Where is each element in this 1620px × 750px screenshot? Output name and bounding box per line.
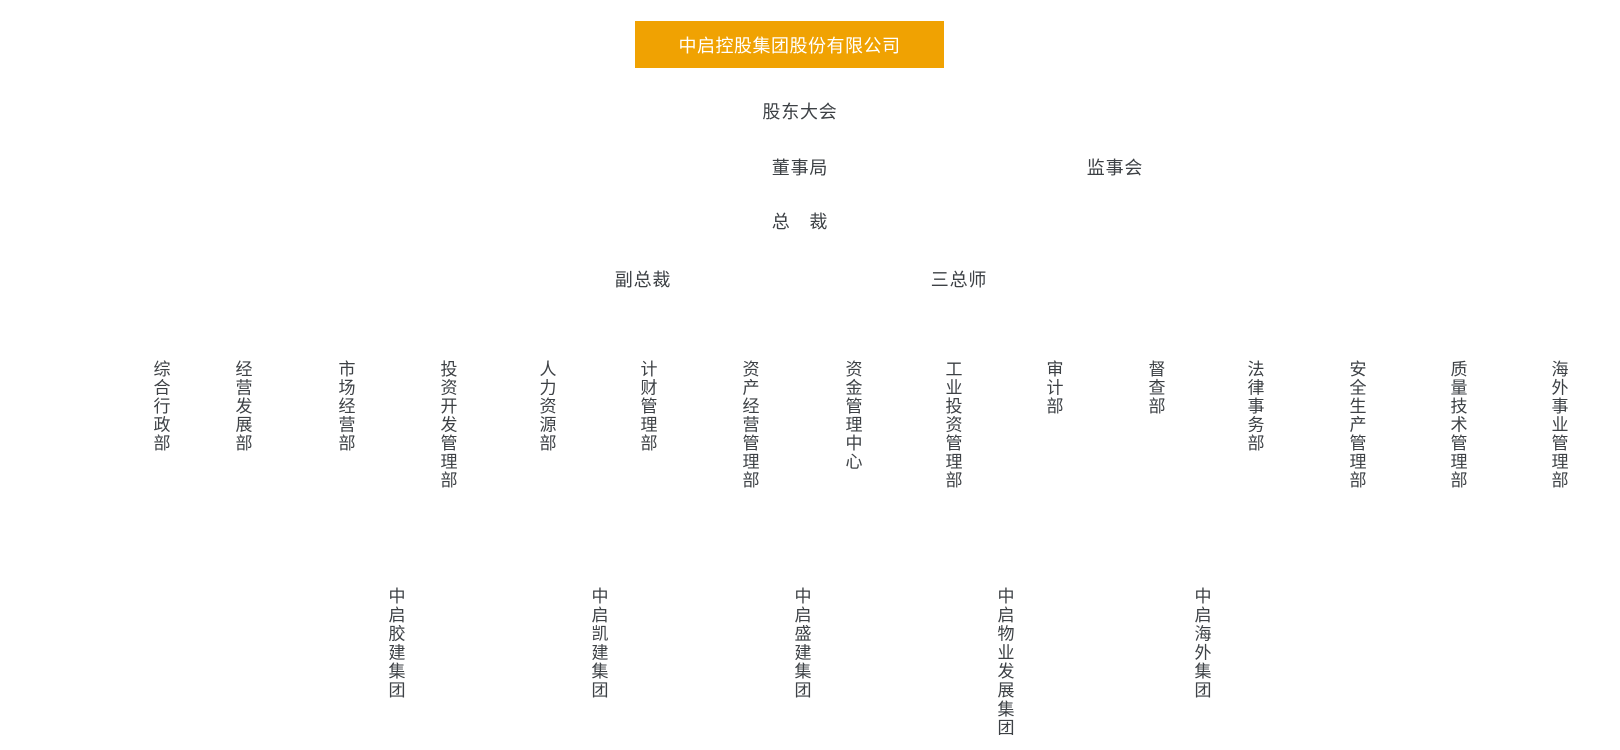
org-node-company: 中启控股集团股份有限公司 xyxy=(635,21,944,68)
org-node-president: 总 裁 xyxy=(771,212,829,232)
org-node-department: 质量技术管理部 xyxy=(1447,360,1467,490)
org-node-department: 海外事业管理部 xyxy=(1548,360,1568,490)
org-node-department: 经营发展部 xyxy=(232,360,252,453)
org-node-department: 督查部 xyxy=(1145,360,1165,416)
org-node-department: 市场经营部 xyxy=(335,360,355,453)
org-node-subsidiary: 中启盛建集团 xyxy=(791,587,811,700)
org-node-vice-president: 副总裁 xyxy=(614,270,672,290)
org-node-department: 工业投资管理部 xyxy=(942,360,962,490)
org-node-department: 计财管理部 xyxy=(637,360,657,453)
org-node-board-of-directors: 董事局 xyxy=(771,158,829,178)
org-node-shareholders-meeting: 股东大会 xyxy=(762,102,838,122)
org-node-subsidiary: 中启物业发展集团 xyxy=(994,587,1014,738)
org-node-department: 法律事务部 xyxy=(1244,360,1264,453)
org-node-department: 人力资源部 xyxy=(536,360,556,453)
org-node-supervisory-board: 监事会 xyxy=(1086,158,1144,178)
org-node-department: 审计部 xyxy=(1043,360,1063,416)
org-node-department: 安全生产管理部 xyxy=(1346,360,1366,490)
org-node-three-chiefs: 三总师 xyxy=(930,270,988,290)
org-node-department: 综合行政部 xyxy=(150,360,170,453)
org-node-subsidiary: 中启海外集团 xyxy=(1191,587,1211,700)
org-node-subsidiary: 中启凯建集团 xyxy=(588,587,608,700)
org-node-department: 资金管理中心 xyxy=(842,360,862,471)
org-node-department: 资产经营管理部 xyxy=(739,360,759,490)
org-node-department: 投资开发管理部 xyxy=(437,360,457,490)
org-node-subsidiary: 中启胶建集团 xyxy=(385,587,405,700)
